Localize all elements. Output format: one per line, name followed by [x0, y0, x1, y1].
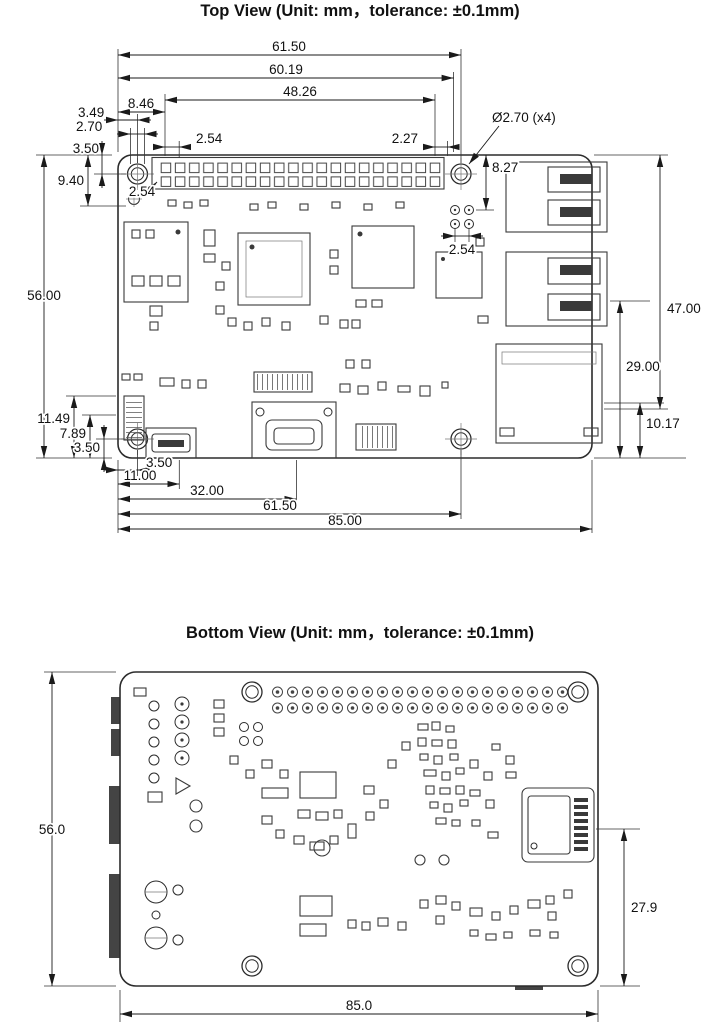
misc-components-top [121, 199, 489, 397]
cpu-chip [237, 232, 311, 306]
dim-8-27: 8.27 [492, 160, 518, 175]
csi-connector [253, 371, 313, 393]
dim-60-19: 60.19 [269, 62, 303, 77]
dim-27-9: 27.9 [631, 900, 657, 915]
dim-61-50-bottom: 61.50 [263, 498, 297, 513]
gpio-through-holes [270, 684, 570, 716]
dim-61-50-top: 61.50 [272, 39, 306, 54]
mounting-hole [445, 158, 477, 190]
poe-header-holes [450, 205, 474, 229]
dim-56-00: 56.00 [27, 288, 61, 303]
sd-card-slot [521, 787, 595, 863]
ethernet-port [495, 343, 603, 444]
dim-2-27: 2.27 [392, 131, 418, 146]
dim-85-0: 85.0 [346, 998, 372, 1013]
usb-port-upper [505, 161, 608, 233]
top-board-outline [117, 154, 593, 459]
dim-10-17: 10.17 [646, 416, 680, 431]
mounting-hole [445, 423, 477, 455]
dim-2-54-poe: 2.54 [449, 242, 476, 257]
top-view: Top View (Unit: mm，tolerance: ±0.1mm) [25, 2, 703, 533]
magnetics-pads [144, 880, 184, 950]
misc-components-bottom [133, 687, 573, 941]
dim-7-89: 7.89 [60, 426, 86, 441]
gpio-header [151, 156, 445, 190]
dim-47-00: 47.00 [667, 301, 701, 316]
bottom-view: Bottom View (Unit: mm，tolerance: ±0.1mm) [37, 624, 659, 1022]
camera-connector [355, 423, 397, 451]
lan-chip [435, 251, 483, 299]
antenna-connector [126, 191, 142, 207]
dim-11-49: 11.49 [37, 411, 70, 426]
power-micro-usb-port [145, 427, 197, 459]
mounting-hole [567, 681, 589, 703]
bottom-view-title: Bottom View (Unit: mm，tolerance: ±0.1mm) [186, 624, 534, 642]
dim-85-00: 85.00 [328, 513, 362, 528]
dim-11-00: 11.00 [124, 468, 157, 483]
ram-chip [351, 225, 415, 289]
poe-holes-bottom [239, 722, 263, 746]
dim-2-54-pin-pitch: 2.54 [196, 131, 223, 146]
dim-32-00: 32.00 [190, 483, 224, 498]
top-dimensions: 61.50 60.19 48.26 8.46 3.49 2.70 3.50 9.… [25, 37, 703, 533]
dim-29-00: 29.00 [626, 359, 660, 374]
bottom-board-outline [119, 671, 599, 987]
usb-port-lower [505, 251, 608, 327]
hole-diameter-callout: Ø2.70 (x4) [492, 110, 556, 125]
wifi-module [123, 221, 189, 303]
dim-8-46: 8.46 [128, 96, 154, 111]
dim-56-0: 56.0 [39, 822, 65, 837]
mounting-holes-bottom [241, 681, 589, 977]
dim-2-54-row-pitch: 2.54 [129, 184, 156, 199]
mounting-hole [241, 955, 263, 977]
dim-3-50-top-left: 3.50 [73, 141, 99, 156]
hdmi-port [251, 401, 337, 459]
dim-3-50-bottom-left: 3.50 [74, 440, 100, 455]
top-view-title: Top View (Unit: mm，tolerance: ±0.1mm) [200, 2, 519, 20]
dim-48-26: 48.26 [283, 84, 317, 99]
bottom-dimensions: 56.0 27.9 85.0 [37, 671, 659, 1022]
pad-columns [147, 696, 192, 803]
dim-2-70: 2.70 [76, 119, 102, 134]
mounting-hole [241, 681, 263, 703]
mounting-hole [121, 158, 154, 190]
dsi-connector [123, 395, 145, 441]
mounting-hole [567, 955, 589, 977]
dim-3-49: 3.49 [78, 105, 104, 120]
dim-9-40: 9.40 [58, 173, 84, 188]
dim-3-50-bottom: 3.50 [146, 455, 172, 470]
